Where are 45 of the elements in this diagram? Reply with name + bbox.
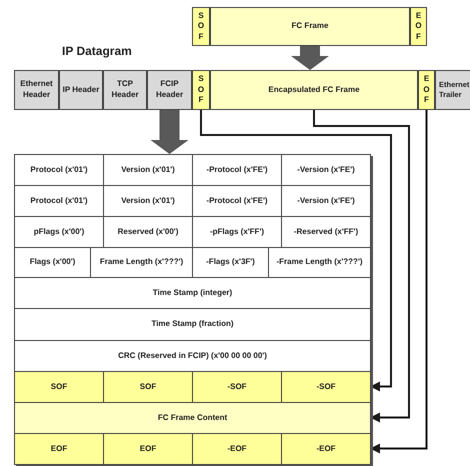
frame-field: Time Stamp (fraction) [15, 309, 371, 341]
frame-field: EOF [410, 7, 427, 46]
diagram-heading: IP Datagram [62, 44, 132, 58]
frame-field: EOF [418, 70, 435, 110]
frame-field: Encapsulated FC Frame [210, 70, 418, 110]
frame-field: -EOF [193, 434, 282, 465]
frame-field: -Reserved (x'FF') [282, 217, 371, 248]
frame-field: SOF [15, 372, 104, 403]
frame-field: -Version (x'FE') [282, 155, 371, 186]
frame-field: CRC (Reserved in FCIP) (x'00 00 00 00') [15, 341, 371, 372]
frame-field: Reserved (x'00') [104, 217, 193, 248]
frame-field: -SOF [282, 372, 371, 403]
frame-field: EOF [104, 434, 193, 465]
arrow [200, 110, 392, 392]
frame-field: -Version (x'FE') [282, 186, 371, 217]
arrow [370, 110, 428, 454]
frame-field: EOF [15, 434, 104, 465]
frame-field: Ethernet Header [14, 70, 59, 110]
frame-field: -Protocol (x'FE') [193, 186, 282, 217]
frame-field: SOF [104, 372, 193, 403]
frame-field: Version (x'01') [104, 186, 193, 217]
frame-field: -Frame Length (x'???') [269, 248, 371, 278]
frame-field: FC Frame [210, 7, 410, 46]
frame-field: -EOF [282, 434, 371, 465]
frame-field: SOF [192, 70, 210, 110]
frame-field: Version (x'01') [104, 155, 193, 186]
frame-field: SOF [192, 7, 210, 46]
frame-field: -Flags (x'3F') [193, 248, 269, 278]
frame-field: pFlags (x'00') [15, 217, 104, 248]
frame-field: -Protocol (x'FE') [193, 155, 282, 186]
frame-field: -SOF [193, 372, 282, 403]
frame-field: Flags (x'00') [15, 248, 91, 278]
frame-field: FC Frame Content [15, 403, 371, 434]
frame-field: TCP Header [103, 70, 147, 110]
arrow [313, 110, 410, 422]
block-arrow [291, 46, 329, 70]
frame-field: Protocol (x'01') [15, 155, 104, 186]
frame-field: Protocol (x'01') [15, 186, 104, 217]
frame-table [14, 154, 371, 465]
frame-field: Time Stamp (integer) [15, 278, 371, 309]
frame-field: -pFlags (x'FF') [193, 217, 282, 248]
frame-field: FCIP Header [147, 70, 192, 110]
frame-field: IP Header [59, 70, 103, 110]
block-arrow [150, 110, 188, 154]
frame-field: Frame Length (x'???') [91, 248, 193, 278]
